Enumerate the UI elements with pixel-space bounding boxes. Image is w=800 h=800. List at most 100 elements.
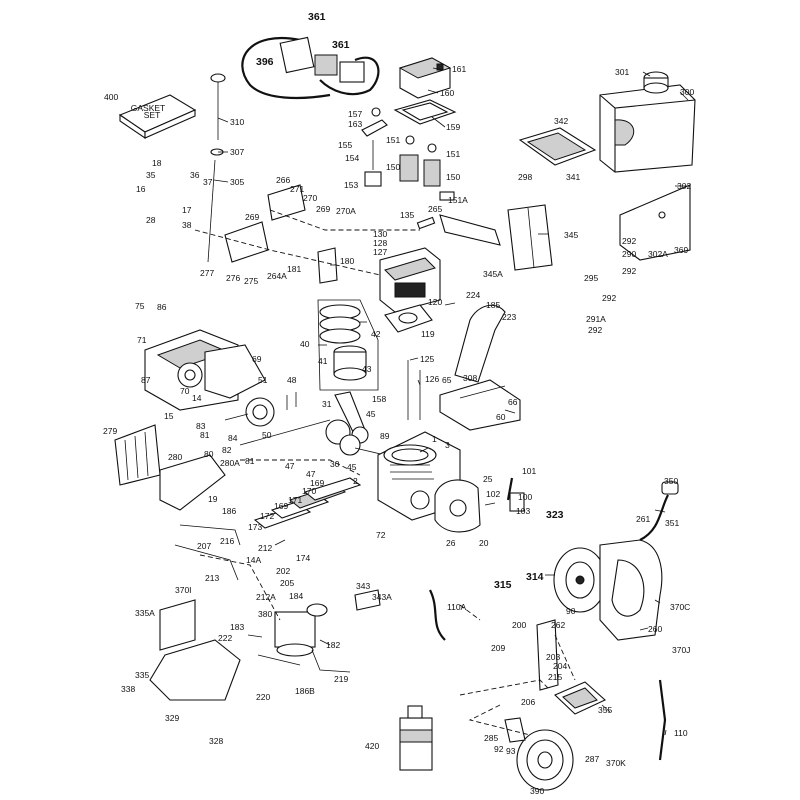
callout-305: 305 bbox=[230, 177, 244, 187]
callout-81-b: 81 bbox=[245, 456, 255, 466]
callout-260: 260 bbox=[648, 624, 662, 634]
callout-169-b: 169 bbox=[274, 501, 288, 511]
callout-213: 213 bbox=[205, 573, 219, 583]
callout-72: 72 bbox=[376, 530, 386, 540]
callout-181: 181 bbox=[287, 264, 301, 274]
callout-15: 15 bbox=[164, 411, 174, 421]
callout-19: 19 bbox=[208, 494, 218, 504]
reed-plates bbox=[253, 477, 362, 529]
callout-37: 37 bbox=[203, 177, 213, 187]
muffler-shield bbox=[439, 379, 521, 431]
carburetor bbox=[274, 603, 328, 657]
callout-276: 276 bbox=[226, 273, 240, 283]
callout-345A: 345A bbox=[483, 269, 503, 279]
callout-205: 205 bbox=[280, 578, 294, 588]
callout-70: 70 bbox=[180, 386, 190, 396]
callout-266: 266 bbox=[276, 175, 290, 185]
callout-343A: 343A bbox=[372, 592, 392, 602]
callout-207: 207 bbox=[197, 541, 211, 551]
callout-31: 31 bbox=[322, 399, 332, 409]
callout-302A: 302A bbox=[648, 249, 668, 259]
callout-28: 28 bbox=[146, 215, 156, 225]
crankcase-gasket bbox=[204, 344, 266, 399]
callout-343: 343 bbox=[356, 581, 370, 591]
callout-92: 92 bbox=[494, 744, 504, 754]
callout-369: 369 bbox=[674, 245, 688, 255]
callout-101: 101 bbox=[522, 466, 536, 476]
callout-130: 130 bbox=[373, 229, 387, 239]
callout-45-a: 45 bbox=[366, 409, 376, 419]
callout-151A: 151A bbox=[448, 195, 468, 205]
callout-60: 60 bbox=[496, 412, 506, 422]
callout-150-b: 150 bbox=[446, 172, 460, 182]
callout-400: 400 bbox=[104, 92, 118, 102]
callout-329: 329 bbox=[165, 713, 179, 723]
callout-302: 302 bbox=[677, 181, 691, 191]
callout-75: 75 bbox=[135, 301, 145, 311]
callout-151-a: 151 bbox=[386, 135, 400, 145]
callout-169-a: 169 bbox=[310, 478, 324, 488]
callout-35: 35 bbox=[146, 170, 156, 180]
rotating-screen bbox=[114, 424, 161, 486]
callout-361-a: 361 bbox=[308, 11, 326, 23]
callout-206: 206 bbox=[521, 697, 535, 707]
callout-270: 270 bbox=[303, 193, 317, 203]
exhaust-pipe bbox=[454, 304, 506, 383]
piston-rings-and-piston bbox=[317, 299, 379, 391]
callout-186B: 186B bbox=[295, 686, 315, 696]
callout-280: 280 bbox=[168, 452, 182, 462]
callout-275: 275 bbox=[244, 276, 258, 286]
callout-47-b: 47 bbox=[306, 469, 316, 479]
callout-16: 16 bbox=[136, 184, 146, 194]
callout-127: 127 bbox=[373, 247, 387, 257]
callout-126: 126 bbox=[425, 374, 439, 384]
muffler-bracket bbox=[317, 247, 338, 284]
callout-370J: 370J bbox=[672, 645, 690, 655]
callout-153: 153 bbox=[344, 180, 358, 190]
callout-128: 128 bbox=[373, 238, 387, 248]
callout-291A: 291A bbox=[586, 314, 606, 324]
fuel-tank bbox=[599, 71, 696, 173]
crankshaft bbox=[239, 419, 386, 456]
callout-269-b: 269 bbox=[316, 204, 330, 214]
callout-41: 41 bbox=[318, 356, 328, 366]
ignition-wire-harness bbox=[241, 36, 380, 100]
callout-212-a: 212 bbox=[258, 543, 272, 553]
callout-110A: 110A bbox=[447, 602, 467, 612]
callout-338: 338 bbox=[121, 684, 135, 694]
callout-30: 30 bbox=[330, 459, 340, 469]
callout-279: 279 bbox=[103, 426, 117, 436]
blower-housing bbox=[599, 539, 663, 641]
callout-81-a: 81 bbox=[200, 430, 210, 440]
callout-45-b: 45 bbox=[347, 462, 357, 472]
callout-157: 157 bbox=[348, 109, 362, 119]
callout-361-b: 361 bbox=[332, 39, 350, 51]
callout-280A: 280A bbox=[220, 458, 240, 468]
callout-200: 200 bbox=[512, 620, 526, 630]
stop-cable bbox=[639, 481, 679, 541]
callout-350: 350 bbox=[664, 476, 678, 486]
callout-14: 14 bbox=[192, 393, 202, 403]
callout-351: 351 bbox=[665, 518, 679, 528]
callout-307: 307 bbox=[230, 147, 244, 157]
callout-224: 224 bbox=[466, 290, 480, 300]
valve-train-parts bbox=[361, 107, 455, 201]
callout-43: 43 bbox=[362, 364, 372, 374]
callout-182: 182 bbox=[326, 640, 340, 650]
callout-171: 171 bbox=[288, 495, 302, 505]
kill-wire bbox=[429, 589, 446, 641]
callout-158: 158 bbox=[372, 394, 386, 404]
callout-209: 209 bbox=[491, 643, 505, 653]
gasket-set-box: GASKET SET bbox=[118, 94, 197, 140]
callout-93: 93 bbox=[506, 746, 516, 756]
callout-125: 125 bbox=[420, 354, 434, 364]
callout-202: 202 bbox=[276, 566, 290, 576]
callout-3: 3 bbox=[445, 440, 450, 450]
engine-shroud bbox=[159, 454, 226, 511]
callout-160: 160 bbox=[440, 88, 454, 98]
starter-cup bbox=[554, 681, 606, 715]
flywheel-back-plate bbox=[434, 479, 481, 533]
rewind-starter bbox=[504, 717, 574, 791]
callout-103: 103 bbox=[516, 506, 530, 516]
callout-261: 261 bbox=[636, 514, 650, 524]
